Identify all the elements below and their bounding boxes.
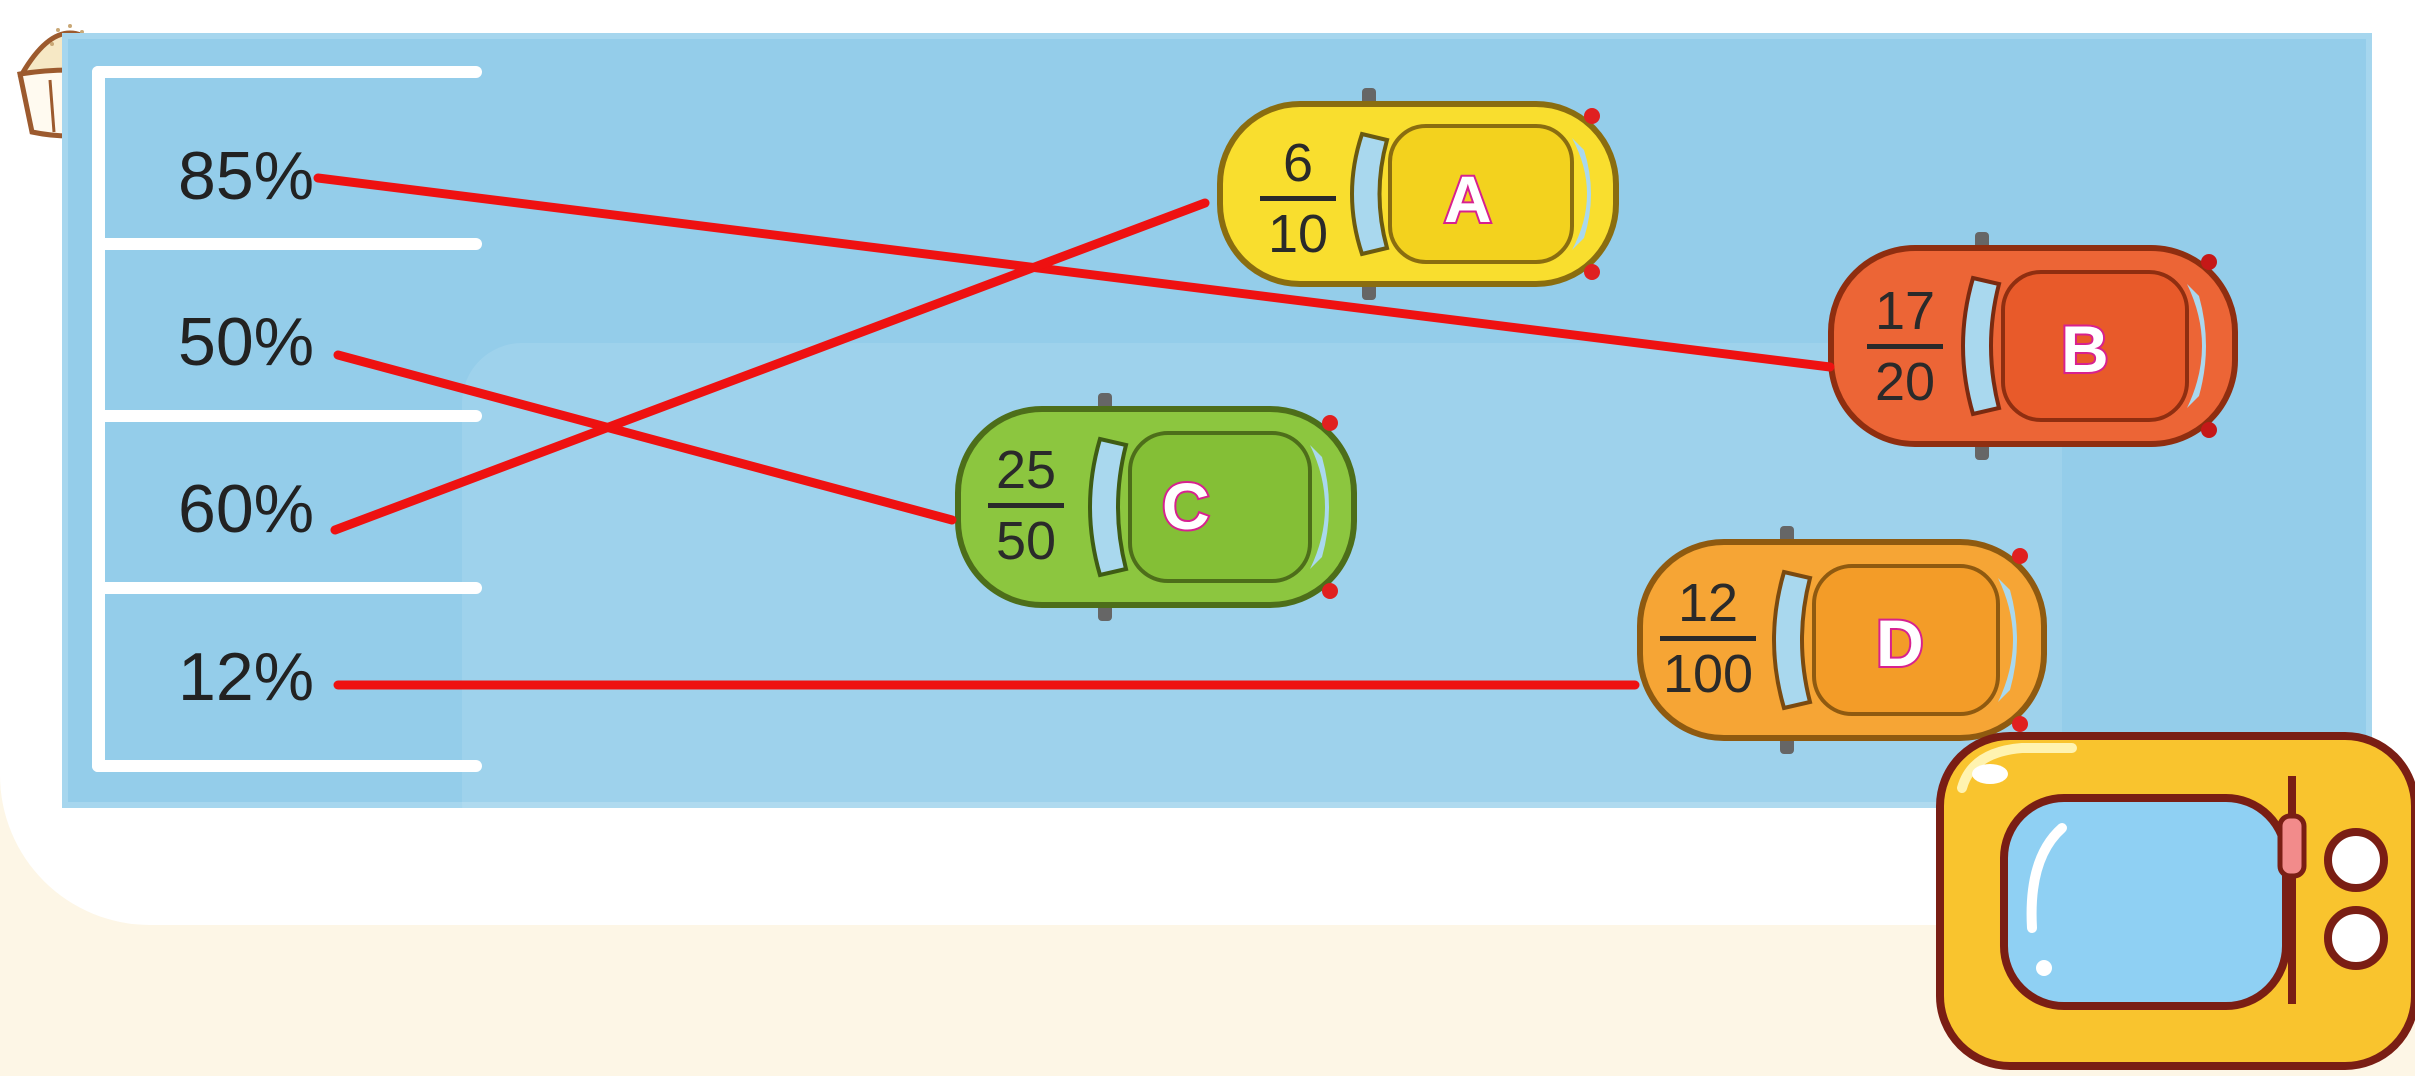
car-letter-c: C	[1160, 469, 1212, 543]
car-letter-a: A	[1442, 162, 1494, 236]
numerator: 17	[1874, 281, 1936, 341]
lane-line	[92, 66, 482, 78]
percent-label-60: 60%	[178, 471, 315, 547]
percent-label-12: 12%	[178, 639, 315, 715]
numerator: 12	[1677, 573, 1739, 633]
fraction-a: 6 10	[1252, 136, 1344, 261]
car-a[interactable]: 6 10 A	[1212, 88, 1624, 300]
car-letter-b: B	[2059, 312, 2111, 386]
denominator: 100	[1662, 644, 1754, 704]
fraction-bar	[988, 503, 1064, 508]
numerator: 6	[1282, 133, 1314, 193]
fraction-bar	[1867, 344, 1943, 349]
fraction-d: 12 100	[1652, 576, 1764, 701]
denominator: 50	[995, 511, 1057, 571]
fraction-bar	[1660, 636, 1756, 641]
fraction-bar	[1260, 196, 1336, 201]
numerator: 25	[995, 440, 1057, 500]
denominator: 20	[1874, 352, 1936, 412]
percent-label-50: 50%	[178, 304, 315, 380]
car-c[interactable]: 25 50 C	[950, 393, 1362, 621]
car-b[interactable]: 17 20 B	[1823, 232, 2243, 460]
lane-line	[92, 238, 482, 250]
fraction-b: 17 20	[1859, 284, 1951, 409]
lane-line	[92, 410, 482, 422]
denominator: 10	[1267, 204, 1329, 264]
car-letter-d: D	[1874, 606, 1926, 680]
fraction-c: 25 50	[980, 443, 1072, 568]
percent-label-85: 85%	[178, 138, 315, 214]
car-d[interactable]: 12 100 D	[1632, 526, 2052, 754]
lane-line	[92, 760, 482, 772]
tv-icon	[1932, 728, 2415, 1071]
lane-line	[92, 582, 482, 594]
